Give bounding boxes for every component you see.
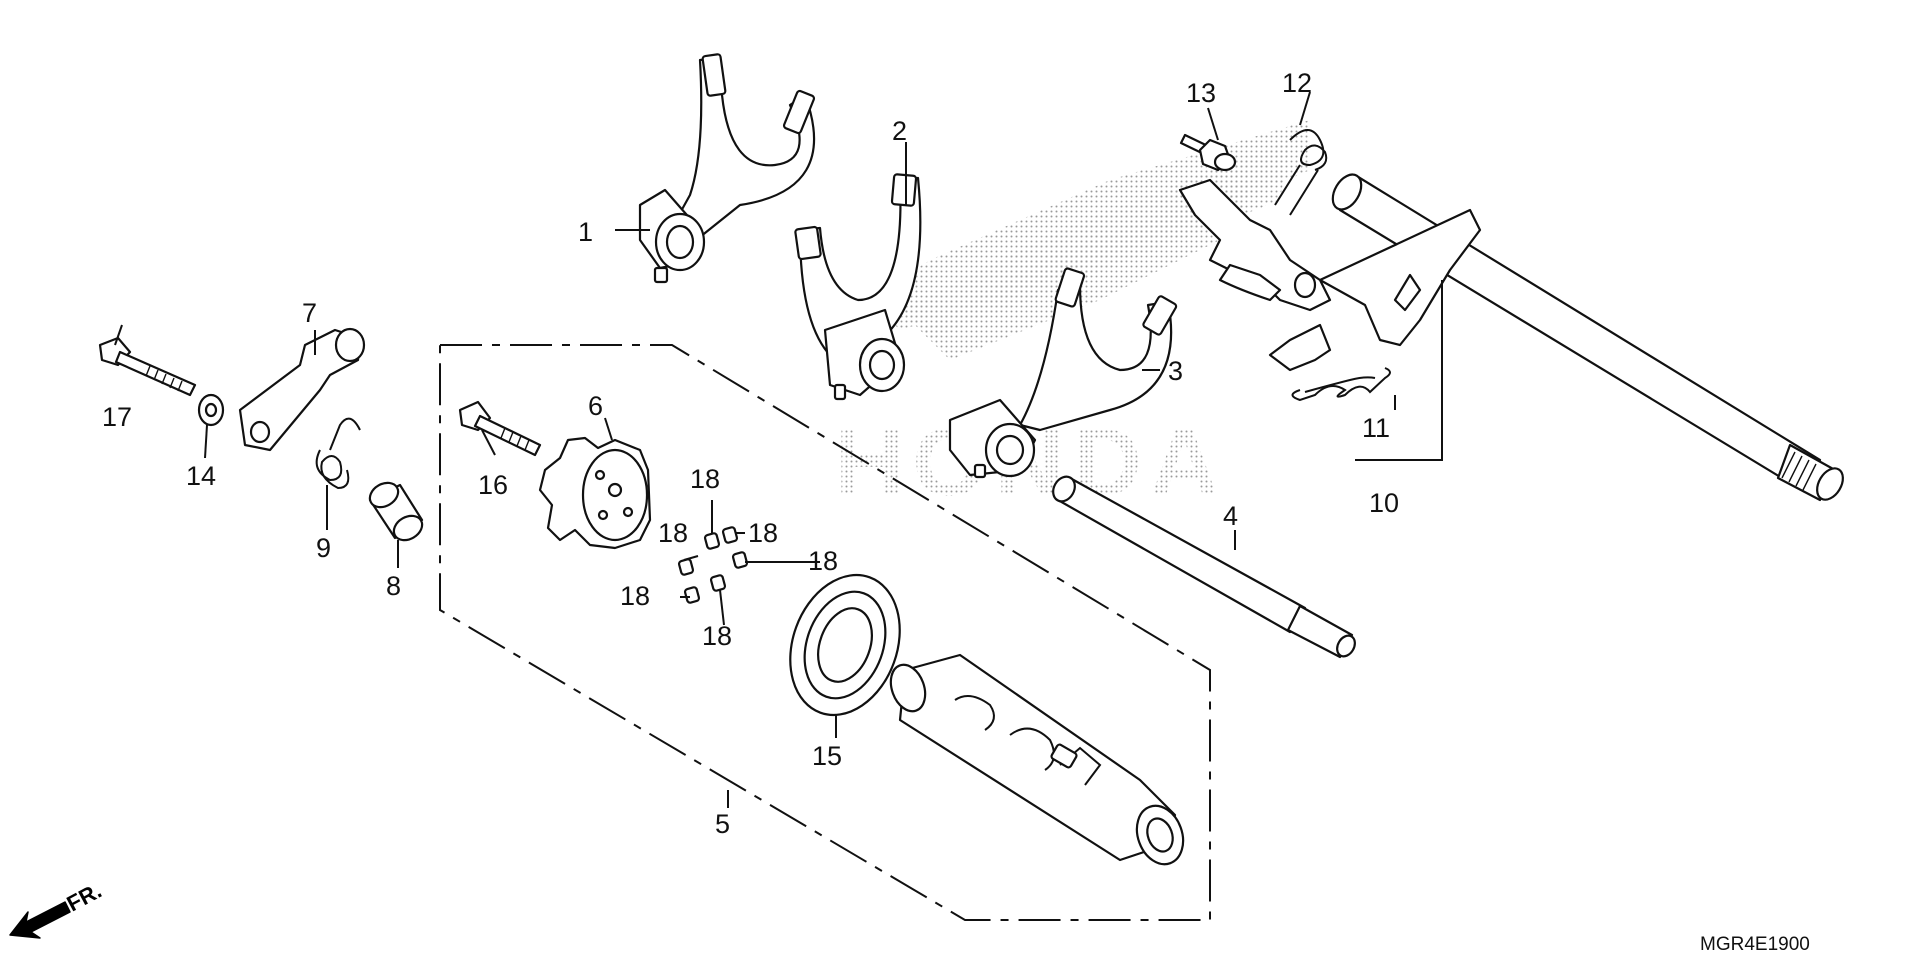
shift-fork-3 (948, 267, 1178, 479)
stopper-arm (1178, 178, 1332, 312)
callout-9: 9 (316, 533, 331, 563)
drum-kit-outline (439, 344, 1211, 921)
shift-fork-1 (638, 53, 816, 284)
collar-8 (368, 481, 424, 542)
callout-18e: 18 (620, 581, 650, 611)
shift-fork-2 (794, 173, 922, 401)
bracket-10 (1355, 280, 1443, 461)
callout-18d: 18 (808, 546, 838, 576)
callout-8: 8 (386, 571, 401, 601)
return-spring-11 (1291, 367, 1391, 402)
callout-14: 14 (186, 461, 216, 491)
callout-labels: 1 2 3 4 5 6 7 8 9 10 11 12 13 14 15 16 1… (102, 68, 1399, 839)
shift-drum-5 (889, 653, 1185, 866)
callout-18b: 18 (748, 518, 778, 548)
callout-1: 1 (578, 217, 593, 247)
callout-15: 15 (812, 741, 842, 771)
callout-16: 16 (478, 470, 508, 500)
callout-5: 5 (715, 809, 730, 839)
diagram-code: MGR4E1900 (1700, 934, 1810, 955)
leader-lines (114, 91, 1396, 808)
spring-12 (1274, 129, 1328, 216)
bolt-17 (98, 336, 197, 397)
washer-14 (197, 393, 225, 427)
bearing-15 (789, 573, 901, 717)
callout-11: 11 (1362, 413, 1390, 443)
callout-18a: 18 (690, 464, 720, 494)
callout-3: 3 (1168, 356, 1183, 386)
callout-18f: 18 (702, 621, 732, 651)
callout-6: 6 (588, 391, 603, 421)
shift-arm-7 (238, 327, 366, 452)
callout-4: 4 (1223, 501, 1238, 531)
bolt-16 (458, 400, 542, 457)
gearshift-spindle-10 (1268, 173, 1844, 502)
callout-2: 2 (892, 116, 907, 146)
callout-7: 7 (302, 298, 317, 328)
pin-set-18 (677, 526, 749, 604)
front-direction-arrow: FR. (9, 878, 106, 939)
callout-10: 10 (1369, 488, 1399, 518)
callout-13: 13 (1186, 78, 1216, 108)
bolt-13 (1179, 133, 1237, 172)
fork-shaft-4 (1052, 475, 1356, 659)
callout-17: 17 (102, 402, 132, 432)
callout-18c: 18 (658, 518, 688, 548)
callout-12: 12 (1282, 68, 1312, 98)
drum-center-6 (538, 436, 652, 550)
spring-9 (315, 417, 361, 490)
